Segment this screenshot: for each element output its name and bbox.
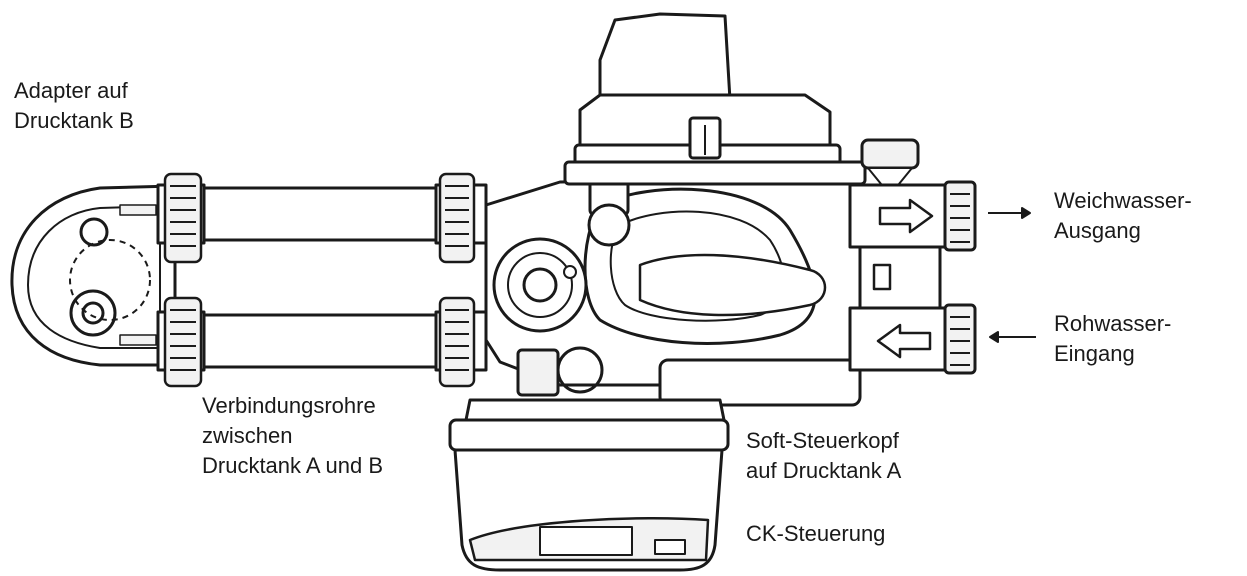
- label-line: Drucktank A und B: [202, 453, 383, 478]
- union-nuts: [163, 172, 476, 388]
- label-line: Rohwasser-: [1054, 311, 1172, 336]
- label-line: auf Drucktank A: [746, 458, 902, 483]
- outlet-arrowhead: [1021, 207, 1031, 219]
- bypass-and-ports: [848, 138, 977, 375]
- label-ck-controller: CK-Steuerung: [746, 519, 885, 549]
- control-head-cap: [563, 12, 867, 186]
- label-line: Adapter auf: [14, 78, 128, 103]
- label-line: Soft-Steuerkopf: [746, 428, 899, 453]
- label-soft-water-outlet: Weichwasser- Ausgang: [1054, 186, 1192, 246]
- label-line: Eingang: [1054, 341, 1135, 366]
- label-line: Weichwasser-: [1054, 188, 1192, 213]
- label-line: CK-Steuerung: [746, 521, 886, 546]
- inlet-arrowhead: [989, 331, 999, 343]
- label-line: Ausgang: [1054, 218, 1141, 243]
- flow-arrows: [988, 207, 1036, 343]
- label-line: Verbindungsrohre: [202, 393, 376, 418]
- label-line: zwischen: [202, 423, 293, 448]
- label-connecting-pipes: Verbindungsrohre zwischen Drucktank A un…: [202, 391, 383, 481]
- label-control-head: Soft-Steuerkopf auf Drucktank A: [746, 426, 901, 486]
- connecting-pipes: [156, 183, 488, 372]
- adapter-drucktank-b: [10, 184, 177, 367]
- ck-controller-housing: [448, 398, 730, 572]
- valve-body: [484, 168, 867, 407]
- label-raw-water-inlet: Rohwasser- Eingang: [1054, 309, 1171, 369]
- label-adapter-drucktank-b: Adapter auf Drucktank B: [14, 76, 134, 136]
- label-line: Drucktank B: [14, 108, 134, 133]
